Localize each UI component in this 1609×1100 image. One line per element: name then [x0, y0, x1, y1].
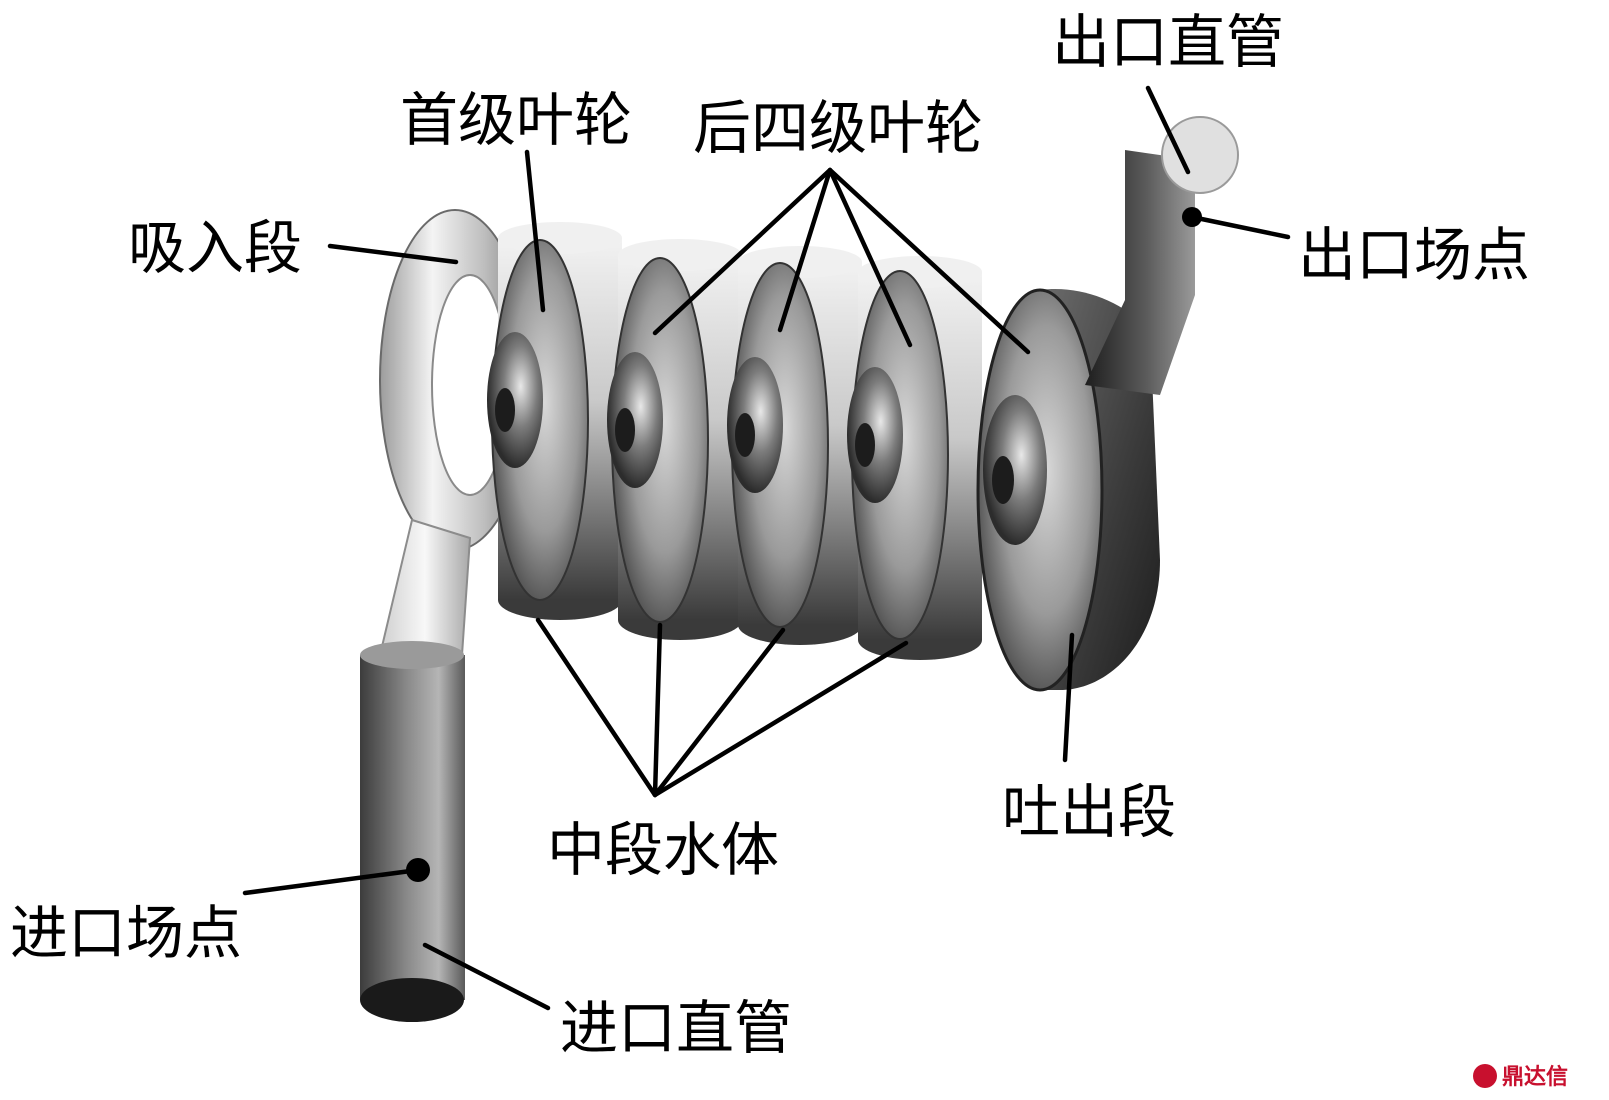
leader-lines	[242, 85, 1291, 1011]
label-suction-section: 吸入段	[128, 214, 302, 282]
label-outlet-point: 出口场点	[1298, 221, 1530, 289]
impeller-disc-2	[607, 239, 742, 640]
leader-inlet-point	[242, 867, 421, 896]
leader-middle-water-4	[652, 640, 909, 798]
leader-middle-water-2	[652, 622, 663, 798]
leader-rear-impellers-1	[652, 167, 833, 336]
leader-inlet-pipe	[422, 942, 551, 1011]
label-middle-water: 中段水体	[547, 816, 779, 884]
leader-rear-impellers-3	[827, 167, 913, 348]
discharge-section-shape	[976, 288, 1160, 692]
label-inlet-pipe: 进口直管	[560, 994, 792, 1062]
leader-rear-impellers-2	[777, 167, 833, 333]
leader-middle-water-3	[652, 627, 786, 798]
leader-rear-impellers-4	[827, 167, 1031, 355]
watermark-logo-icon	[1473, 1064, 1497, 1088]
label-rear-impellers: 后四级叶轮	[693, 94, 983, 162]
suction-neck-shape	[378, 518, 472, 656]
impeller-disc-4	[847, 256, 982, 660]
leader-discharge-section	[1062, 632, 1075, 763]
watermark-text: 鼎达信	[1502, 1064, 1568, 1090]
label-outlet-pipe: 出口直管	[1052, 8, 1284, 76]
label-inlet-point: 进口场点	[10, 899, 242, 967]
leader-outlet-point	[1189, 214, 1291, 240]
inlet-pipe-shape	[360, 641, 465, 1022]
label-first-impeller: 首级叶轮	[400, 86, 632, 154]
leader-first-impeller	[524, 149, 546, 313]
impeller-disc-3	[727, 246, 862, 645]
leader-middle-water-1	[535, 617, 658, 798]
watermark: 鼎达信	[1473, 1064, 1568, 1090]
impeller-disc-1	[487, 222, 622, 620]
outlet-pipe-shape	[1085, 116, 1239, 395]
label-discharge-section: 吐出段	[1002, 778, 1176, 846]
leader-outlet-pipe	[1145, 85, 1191, 175]
leader-suction-section	[327, 243, 459, 265]
